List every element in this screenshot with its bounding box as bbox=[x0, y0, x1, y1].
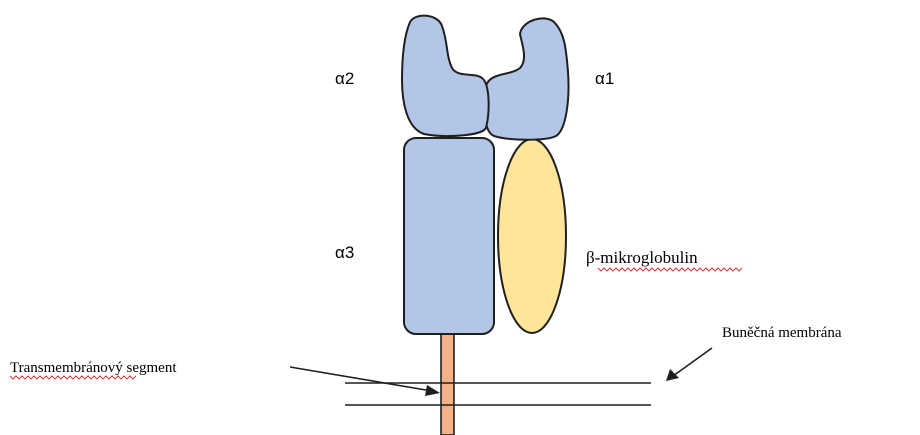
transmembrane-segment-stem bbox=[441, 333, 454, 435]
alpha2-label: α2 bbox=[335, 69, 354, 88]
transmembrane-segment-label: Transmembránový segment bbox=[10, 360, 177, 376]
alpha1-domain bbox=[484, 18, 568, 139]
cell-membrane-arrow-head bbox=[666, 369, 679, 381]
transmembrane-segment-spellcheck-underline bbox=[10, 376, 136, 379]
transmembrane-segment-arrow-head bbox=[425, 385, 440, 396]
cell-membrane-arrow-line bbox=[673, 348, 712, 376]
beta-microglobulin-label: β-mikroglobulin bbox=[586, 248, 698, 267]
alpha2-domain bbox=[402, 16, 489, 136]
cell-membrane-label: Buněčná membrána bbox=[722, 325, 842, 341]
alpha1-label: α1 bbox=[595, 69, 614, 88]
alpha3-domain bbox=[404, 138, 494, 334]
beta-microglobulin-domain bbox=[498, 139, 566, 333]
transmembrane-segment-arrow-line bbox=[290, 367, 432, 391]
beta-microglobulin-spellcheck-underline bbox=[598, 268, 742, 271]
alpha3-label: α3 bbox=[335, 243, 354, 262]
